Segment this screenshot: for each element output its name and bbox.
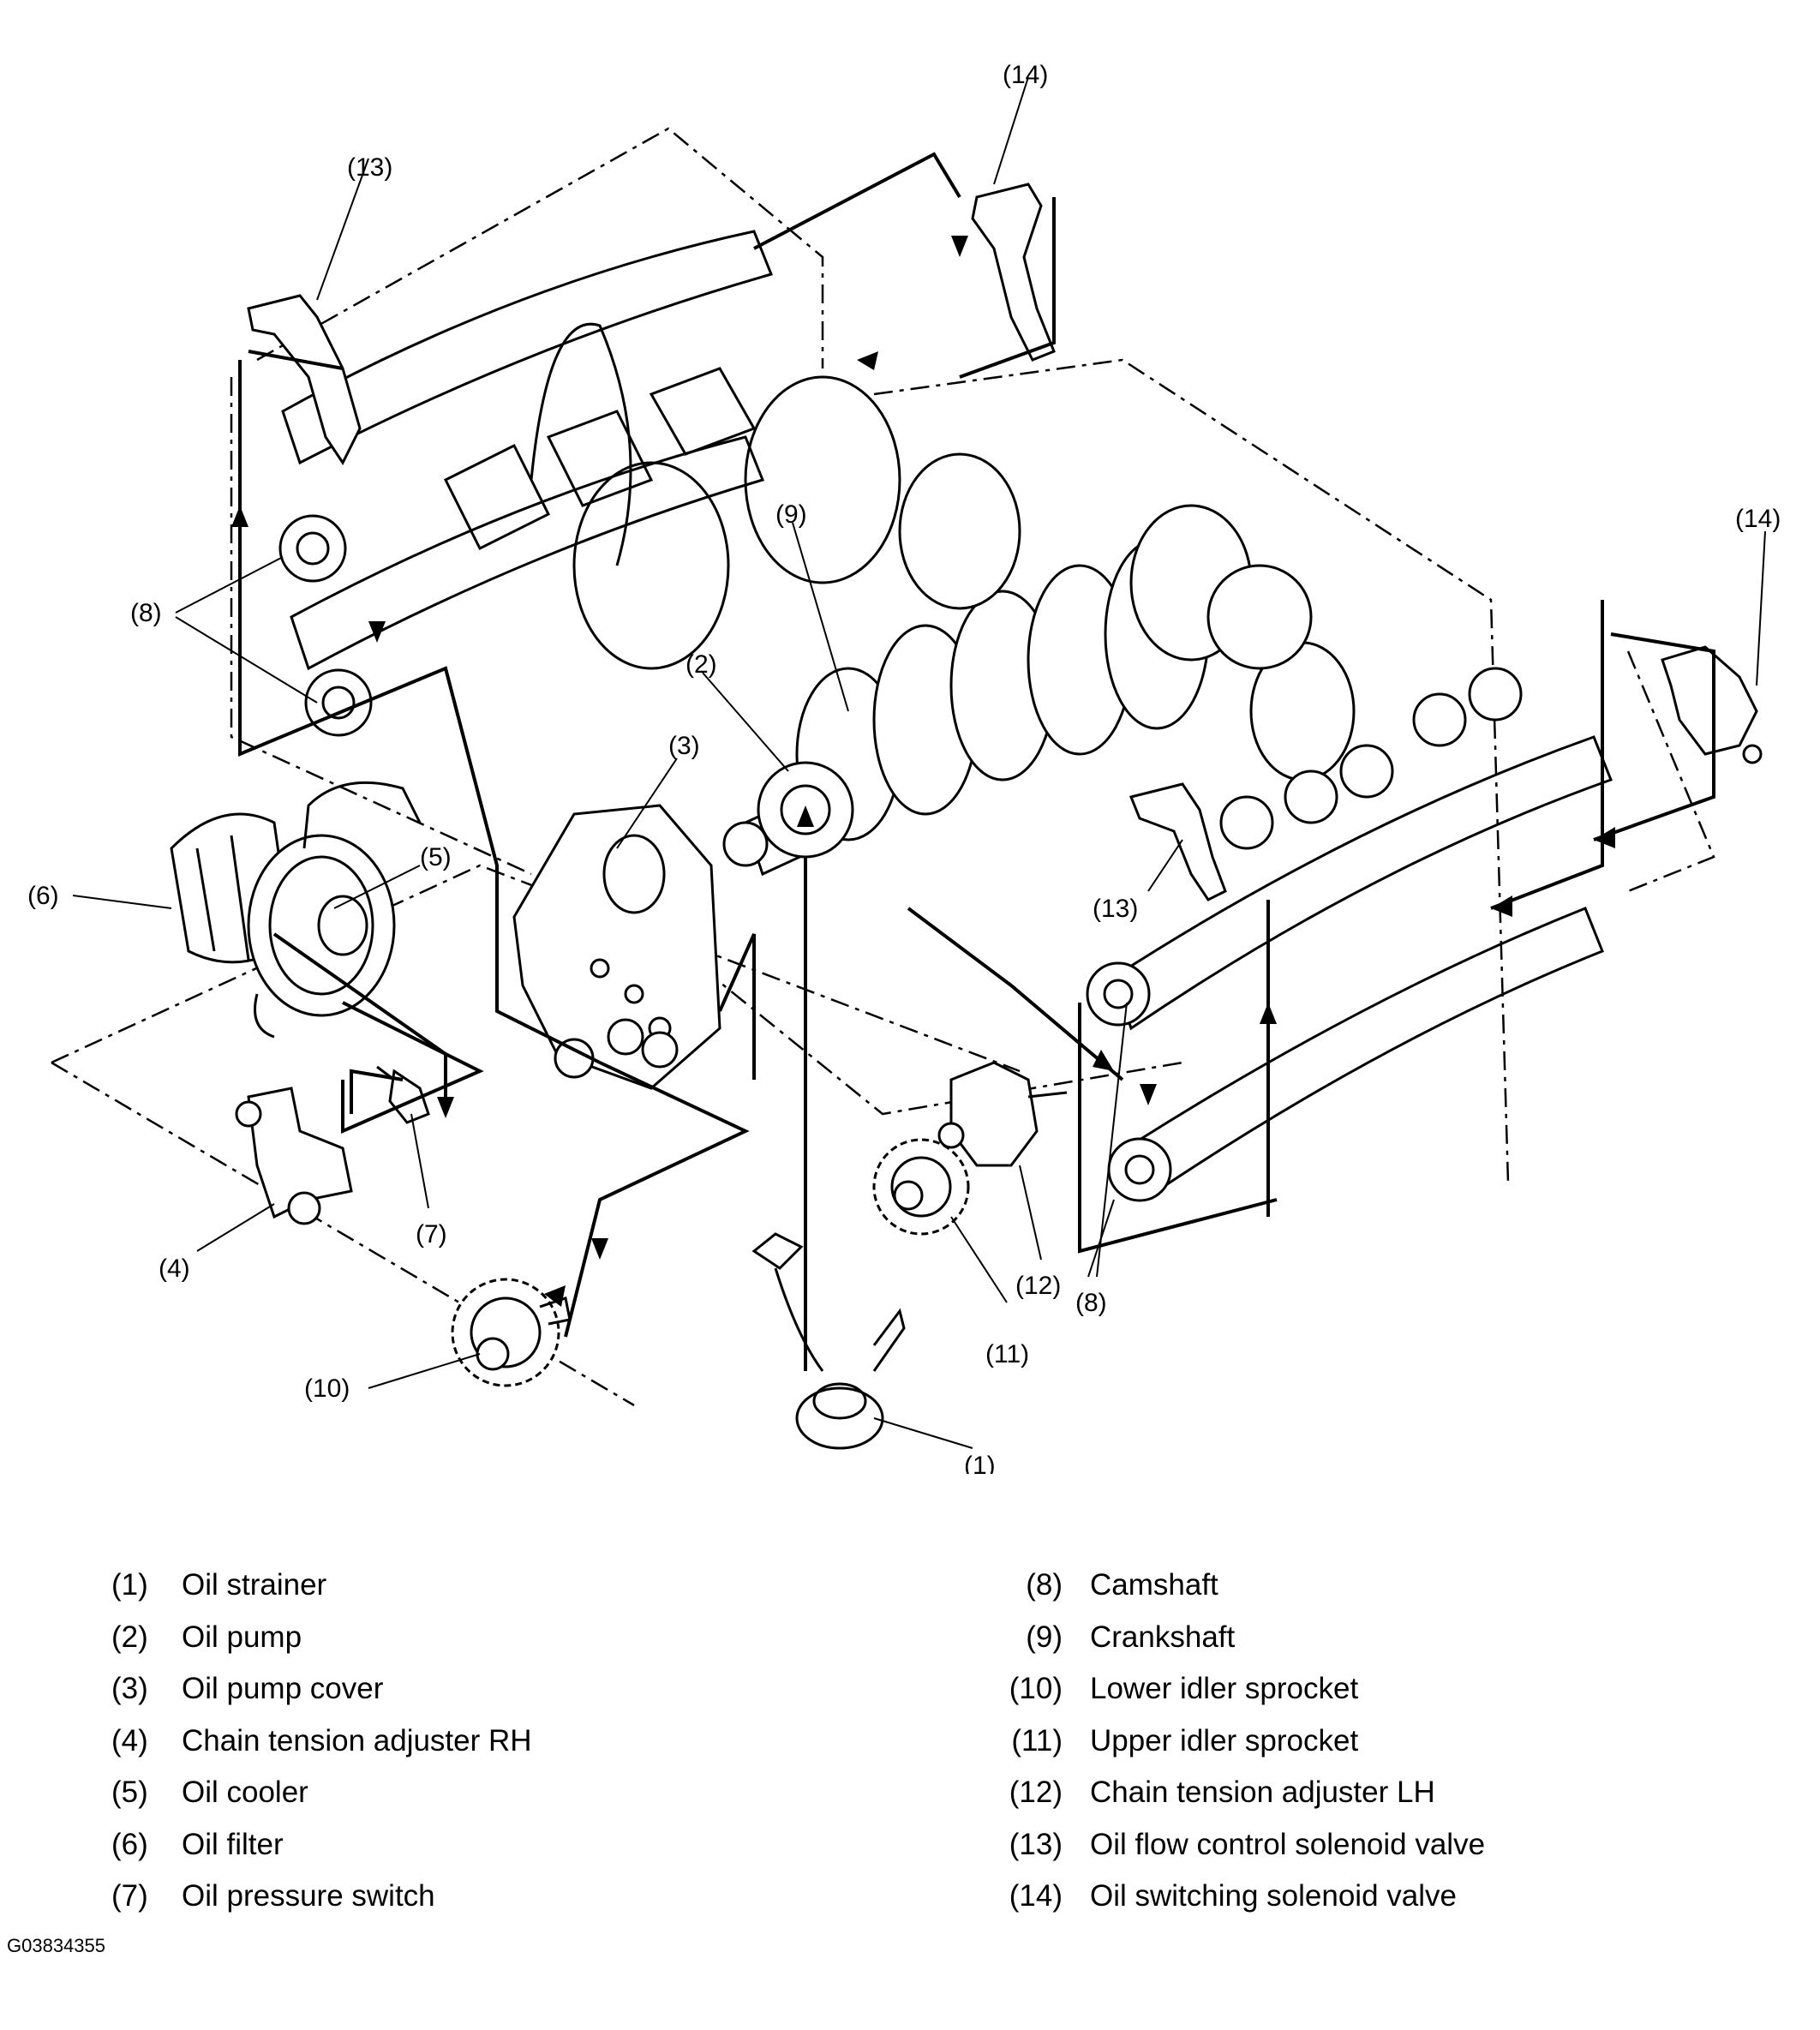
legend-item: (11) Upper idler sprocket [994,1716,1485,1768]
legend-label: Oil cooler [182,1776,308,1810]
legend-label: Crankshaft [1090,1620,1236,1654]
legend-label: Lower idler sprocket [1090,1672,1359,1706]
callout-12: (12) [1015,1272,1061,1300]
legend-number: (14) [1009,1879,1063,1913]
legend-label: Chain tension adjuster RH [182,1723,532,1758]
legend-number: (13) [1009,1827,1063,1861]
legend-number: (5) [111,1776,148,1810]
camshaft-end-upper-right [1086,961,1151,1027]
legend-number: (9) [1026,1620,1063,1654]
chain-tension-adjuster-rh [235,1087,353,1225]
legend-item: (6) Oil filter [111,1819,532,1871]
legend-number: (4) [111,1723,148,1758]
legend-item: (1) Oil strainer [111,1560,532,1612]
legend-item: (4) Chain tension adjuster RH [111,1716,532,1768]
engine-oil-flow-diagram: (14) (13) (14) (8) (9) (2) (3) (5) (6) (… [27,61,1781,1474]
callout-10: (10) [304,1374,350,1403]
legend-number: (2) [111,1620,148,1654]
legend-label: Oil flow control solenoid valve [1090,1827,1486,1861]
legend-item: (13) Oil flow control solenoid valve [994,1819,1485,1871]
oil-flow-control-solenoid-valve-left [247,294,362,465]
legend-item: (3) Oil pump cover [111,1663,532,1716]
legend-number: (1) [111,1568,148,1602]
legend-label: Oil filter [182,1827,284,1861]
callout-5: (5) [420,843,452,871]
legend-item: (10) Lower idler sprocket [994,1663,1485,1716]
leader-lines [72,76,1766,1449]
callout-9: (9) [775,500,807,529]
legend-item: (12) Chain tension adjuster LH [994,1767,1485,1819]
callout-11: (11) [985,1340,1029,1368]
legend-label: Oil switching solenoid valve [1090,1879,1457,1913]
left-head-assembly [278,230,901,737]
legend-label: Oil strainer [182,1568,327,1602]
right-head-assembly [1086,564,1613,1202]
oil-switching-solenoid-valve-right [1661,645,1763,764]
legend-item: (5) Oil cooler [111,1767,532,1819]
oil-flow-paths [238,152,1715,1371]
oil-flow-control-solenoid-valve-right [1129,782,1227,901]
oil-switching-solenoid-valve-top [971,183,1056,362]
legend-label: Oil pump cover [182,1672,384,1706]
oil-strainer [751,1232,906,1450]
chain-tension-adjuster-lh [937,1061,1068,1167]
legend-number: (12) [1009,1776,1063,1810]
oil-cooler [247,781,422,1039]
upper-idler-sprocket [872,1138,970,1236]
callout-2: (2) [685,650,717,679]
callout-7: (7) [416,1220,447,1249]
flow-arrowheads [231,236,1615,1307]
callout-13-left: (13) [347,153,392,182]
legend-label: Upper idler sprocket [1090,1723,1359,1758]
callout-14-top: (14) [1003,61,1048,89]
camshaft-end-upper-left [278,514,347,583]
legend-number: (6) [111,1827,148,1861]
callout-4: (4) [159,1255,190,1283]
callout-6: (6) [27,882,59,910]
callout-3: (3) [668,732,700,760]
callout-1: (1) [964,1452,996,1474]
callout-8-right: (8) [1075,1289,1107,1317]
legend-item: (9) Crankshaft [994,1612,1485,1664]
legend-label: Oil pressure switch [182,1879,435,1913]
legend-label: Chain tension adjuster LH [1090,1776,1435,1810]
legend-item: (8) Camshaft [994,1560,1485,1612]
legend-number: (8) [1026,1568,1063,1602]
legend-label: Camshaft [1090,1568,1218,1602]
camshaft-end-lower-right [1107,1137,1172,1202]
legend-item: (7) Oil pressure switch [111,1871,532,1923]
oil-pump-cover [512,804,721,1090]
legend-number: (3) [111,1672,148,1706]
crankshaft [722,452,1356,877]
lower-idler-sprocket [451,1278,572,1387]
legend-number: (11) [1011,1723,1063,1758]
legend-column-right: (8) Camshaft (9) Crankshaft (10) Lower idle… [994,1560,1485,1923]
callout-13-right: (13) [1093,895,1138,923]
parts-legend: (1) Oil strainer (2) Oil pump (3) Oil pump … [0,1560,1820,1919]
callout-8-left: (8) [130,599,162,627]
legend-label: Oil pump [182,1620,302,1654]
legend-number: (10) [1009,1672,1063,1706]
callout-14-right: (14) [1735,505,1781,533]
legend-item: (14) Oil switching solenoid valve [994,1871,1485,1923]
legend-item: (2) Oil pump [111,1612,532,1664]
figure-id: G03834355 [7,1935,105,1956]
legend-number: (7) [111,1879,148,1913]
legend-column-left: (1) Oil strainer (2) Oil pump (3) Oil pump … [111,1560,532,1923]
